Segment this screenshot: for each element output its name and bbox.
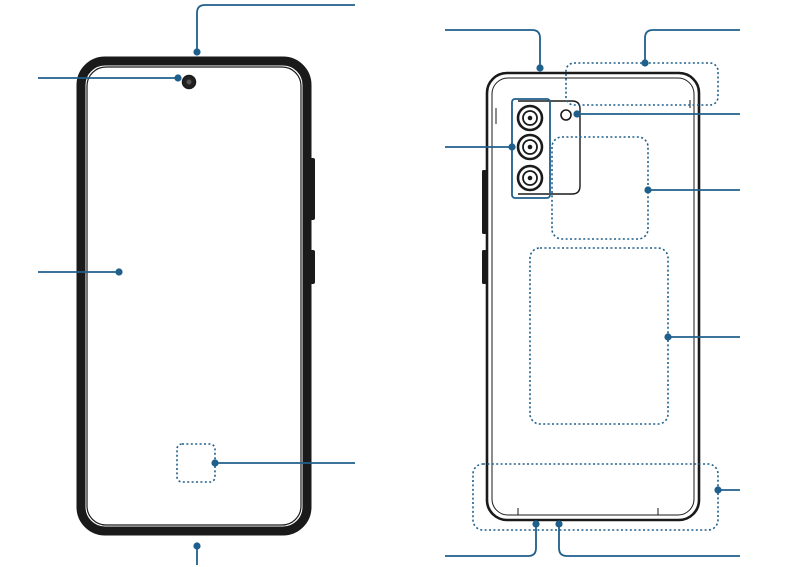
leader-bottom-microphone-dot [532, 520, 540, 528]
rear-camera-ring-1 [516, 104, 544, 132]
rear-camera-ring-3 [516, 164, 544, 192]
nfc-antenna-zone [551, 136, 649, 240]
side-key [307, 250, 315, 284]
leader-top-microphone-dot [193, 48, 201, 56]
leader-top-antenna-area [644, 29, 740, 63]
leader-rear-cameras-dot [508, 143, 516, 151]
leader-back-top-edge-dot [536, 64, 544, 72]
back-inner-edge [491, 77, 695, 516]
leader-top-microphone [196, 4, 355, 52]
rear-camera-center-3 [527, 175, 533, 181]
rear-camera-lens-1 [522, 110, 538, 126]
back-phone-frame [485, 71, 701, 522]
flash [560, 109, 572, 121]
leader-wireless-charging-coil-dot [664, 333, 672, 341]
leader-flash-dot [573, 110, 581, 118]
front-screen-edge [86, 66, 302, 526]
rear-camera-center-2 [527, 144, 533, 150]
front-phone-frame [76, 56, 312, 536]
leader-front-camera-dot [174, 74, 182, 82]
front-view [76, 56, 315, 536]
leader-speaker [558, 524, 740, 557]
leader-touchscreen-dot [115, 268, 123, 276]
leader-bottom-edge-dot [193, 542, 201, 550]
camera-bump-outline [518, 100, 581, 195]
callout-lines [38, 4, 740, 565]
leader-speaker-dot [555, 520, 563, 528]
back-volume-key [482, 170, 487, 234]
fingerprint-zone [176, 443, 216, 483]
leader-fingerprint-sensor-dot [211, 459, 219, 467]
front-camera-lens [186, 79, 192, 85]
wireless-charging-zone [529, 247, 669, 425]
leader-nfc-antenna-area-dot [644, 186, 652, 194]
leader-top-antenna-area-dot [641, 59, 649, 67]
leader-bottom-microphone [445, 524, 537, 557]
leader-bottom-antenna-area-dot [714, 486, 722, 494]
leader-back-top-edge [445, 29, 541, 68]
rear-camera-lens-2 [522, 139, 538, 155]
bottom-antenna-zone [472, 463, 719, 531]
top-antenna-zone [565, 62, 719, 106]
rear-camera-ring-2 [516, 133, 544, 161]
rear-camera-center-1 [527, 115, 533, 121]
back-side-key [482, 250, 487, 284]
volume-key [307, 158, 315, 220]
back-view [472, 62, 719, 531]
rear-camera-lens-3 [522, 170, 538, 186]
